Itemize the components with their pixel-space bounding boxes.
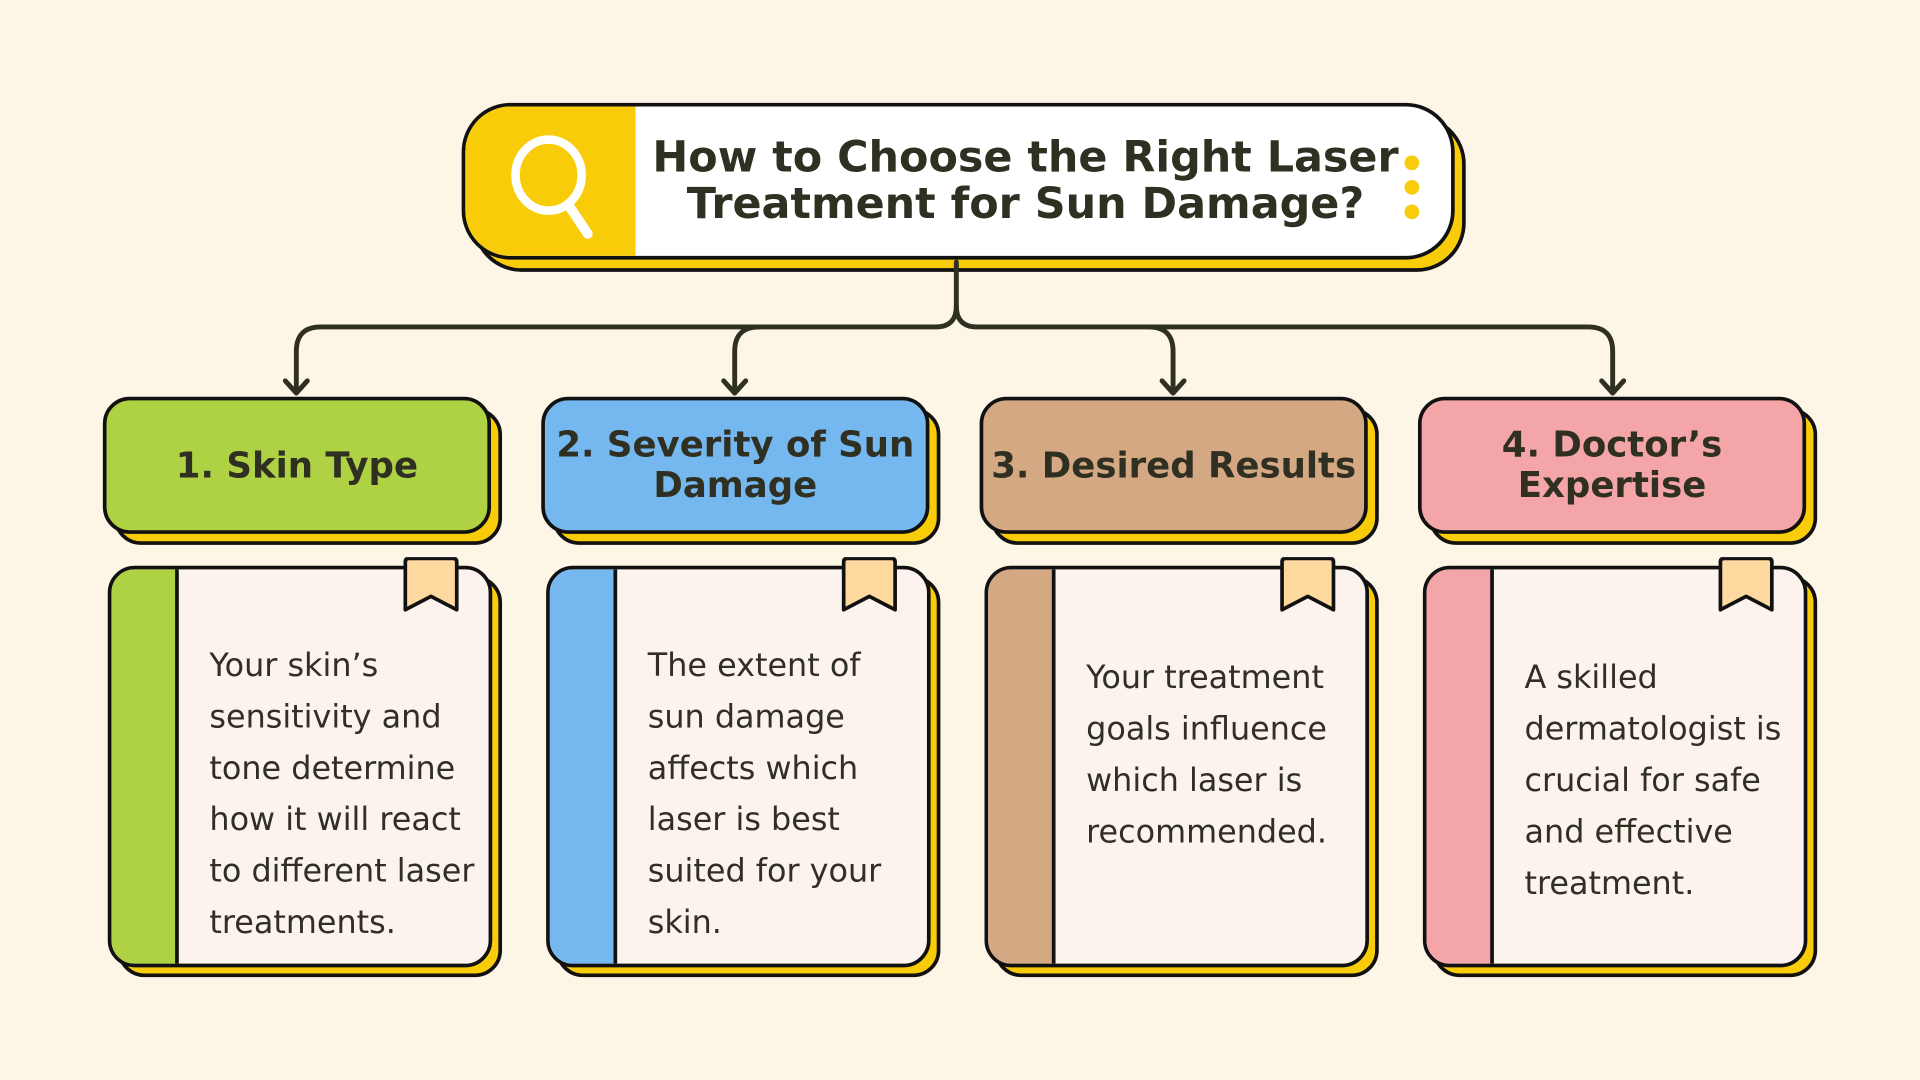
factor-description: Your treatment goals influence which las… (1086, 660, 1328, 852)
title-box: How to Choose the Right Laser Treatment … (461, 102, 1455, 260)
title-icon-area (465, 106, 636, 256)
card-stripe (1426, 569, 1494, 964)
factor-description: Your skin’s sensitivity and tone determi… (209, 647, 475, 942)
page-title: How to Choose the Right Laser Treatment … (652, 133, 1399, 229)
more-dots-icon (1404, 155, 1420, 229)
card-stripe (549, 569, 618, 964)
factor-description: A skilled dermatologist is crucial for s… (1524, 660, 1782, 903)
factor-card: Your treatment goals influence which las… (984, 565, 1369, 968)
factor-header: 4. Doctor’s Expertise (1417, 396, 1807, 534)
card-stripe (988, 569, 1056, 964)
bookmark-icon (403, 557, 459, 612)
factor-card: Your skin’s sensitivity and tone determi… (107, 565, 493, 968)
factor-card: A skilled dermatologist is crucial for s… (1422, 565, 1808, 968)
bookmark-icon (841, 557, 897, 612)
card-stripe (111, 569, 179, 964)
factor-header: 2. Severity of Sun Damage (541, 396, 930, 534)
bookmark-icon (1718, 557, 1774, 612)
search-icon (511, 135, 593, 239)
factor-header: 1. Skin Type (102, 396, 492, 534)
bookmark-icon (1280, 557, 1336, 612)
factor-card: The extent of sun damage affects which l… (546, 565, 931, 968)
factor-description: The extent of sun damage affects which l… (647, 647, 882, 942)
factor-header: 3. Desired Results (979, 396, 1368, 534)
